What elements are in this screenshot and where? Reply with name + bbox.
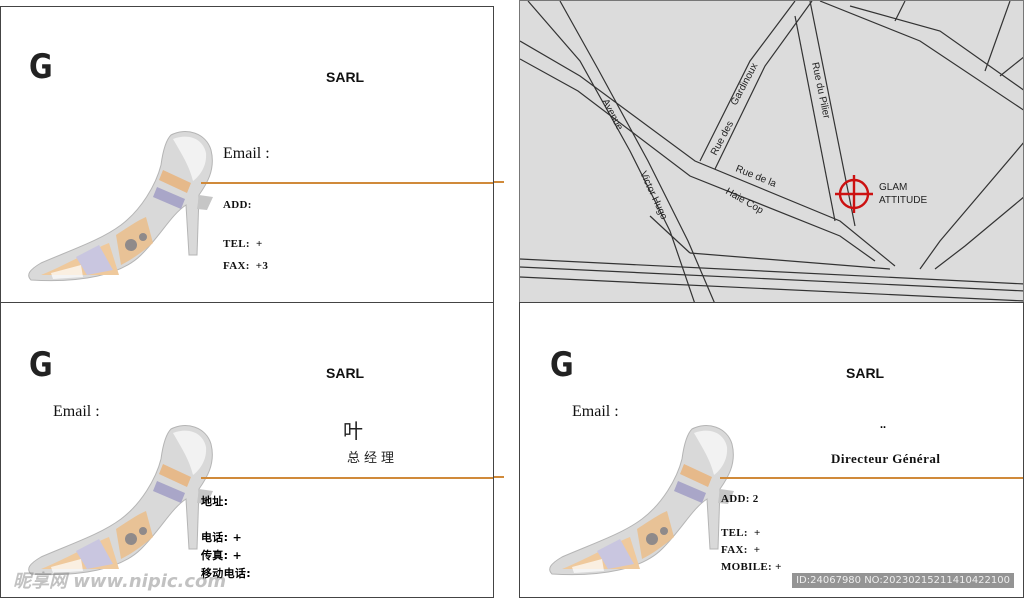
tel-label: TEL: [721, 527, 748, 539]
phone-row: 电话: + [201, 529, 242, 545]
person-name: 叶 [343, 419, 363, 443]
business-card-back-chinese: G SARL Email : 叶 总经理 地址: 电话: + 传真: + 移动电… [0, 302, 494, 598]
fax-value: + [753, 544, 761, 556]
company-name: SARL [326, 69, 365, 85]
address-label: ADD: [223, 199, 252, 211]
street-map: Avenue Victor Hugo Rue des Gardinoux Rue… [520, 1, 1023, 302]
accent-line [720, 477, 1023, 479]
business-card-back-french: G SARL Email : .. Directeur Général ADD:… [519, 302, 1024, 598]
fax-label: 传真: [201, 549, 229, 562]
fax-label: FAX: [223, 260, 250, 272]
shoe-illustration [21, 125, 231, 285]
accent-line [201, 477, 493, 479]
person-title: 总经理 [347, 451, 399, 466]
brand-logo: G [550, 345, 574, 385]
email-label: Email : [223, 145, 270, 162]
business-card-map: Avenue Victor Hugo Rue des Gardinoux Rue… [519, 0, 1024, 303]
tel-value: + [255, 238, 263, 250]
shoe-illustration [21, 419, 231, 579]
fax-row: FAX: + [721, 544, 760, 556]
phone-value: + [232, 531, 242, 544]
fax-value: +3 [255, 260, 269, 272]
address-value: 2 [752, 493, 759, 505]
address-label: 地址: [201, 495, 229, 508]
marker-label-line1: GLAM [879, 182, 907, 193]
email-label: Email : [53, 403, 100, 420]
mobile-label: MOBILE: [721, 561, 772, 573]
tel-row: TEL: + [721, 527, 761, 539]
company-name: SARL [846, 365, 885, 381]
fax-row: 传真: + [201, 547, 242, 563]
company-name: SARL [326, 365, 365, 381]
marker-label-line2: ATTITUDE [879, 195, 927, 206]
accent-line-overflow [494, 476, 504, 478]
accent-line [201, 182, 493, 184]
tel-label: TEL: [223, 238, 250, 250]
fax-value: + [232, 549, 242, 562]
tel-value: + [753, 527, 761, 539]
fax-label: FAX: [721, 544, 748, 556]
mobile-row: MOBILE: + [721, 561, 782, 573]
mobile-value: + [775, 561, 782, 573]
fax-row: FAX: +3 [223, 260, 268, 272]
tel-row: TEL: + [223, 238, 263, 250]
watermark-left: 昵享网 www.nipic.com [13, 571, 227, 592]
mobile-label: 移动电话: [201, 567, 251, 580]
email-label: Email : [572, 403, 619, 420]
brand-logo: G [29, 345, 53, 385]
phone-label: 电话: [201, 531, 229, 544]
person-title: Directeur Général [831, 451, 941, 466]
address-row: ADD: 2 [721, 493, 759, 505]
watermark-right: ID:24067980 NO:20230215211410422100 [792, 573, 1014, 588]
accent-line-overflow [494, 181, 504, 183]
brand-logo: G [29, 47, 53, 87]
business-card-front-french: G SARL Email : ADD: TEL: + FAX: +3 [0, 6, 494, 303]
location-marker-icon [835, 175, 873, 213]
address-label: ADD: [721, 493, 750, 505]
person-name: .. [880, 417, 886, 431]
